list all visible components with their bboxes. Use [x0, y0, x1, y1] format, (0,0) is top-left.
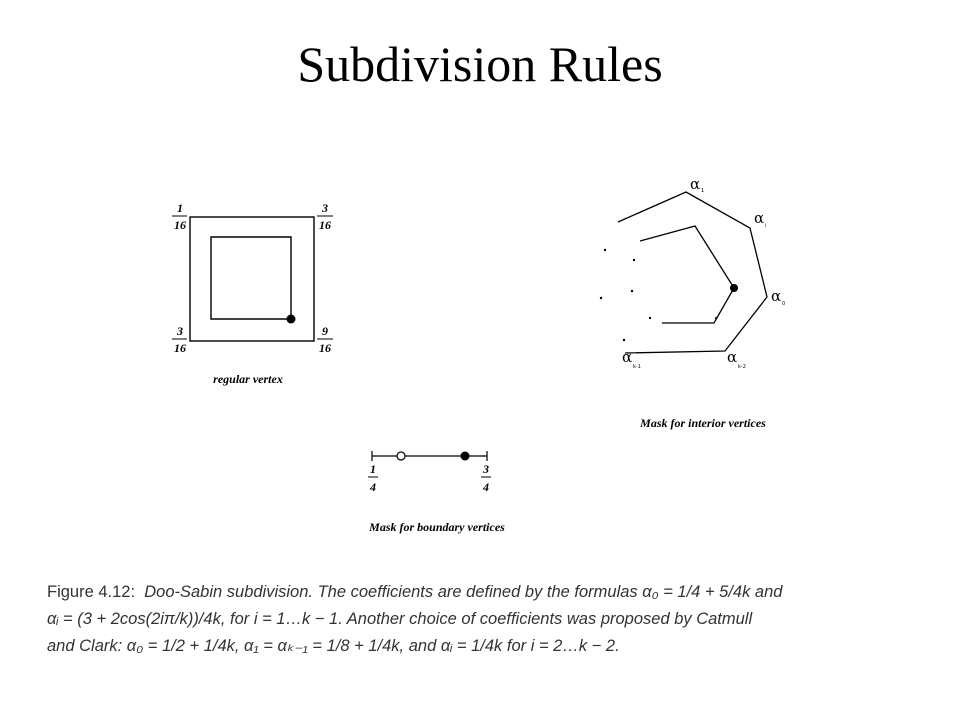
alpha-symbol: α	[622, 348, 632, 366]
alpha-k2-label: α k-2	[727, 348, 746, 370]
caption-line-1: Figure 4.12: Doo-Sabin subdivision. The …	[47, 579, 927, 606]
fraction-denominator: 4	[482, 480, 489, 494]
alpha-subscript: i	[765, 223, 766, 229]
alpha-subscript: k-1	[633, 364, 641, 370]
interior-vertices-mask: α 1 α i α 0 α k-1 α k-2 Mask for interio…	[599, 175, 785, 430]
alpha-subscript: 1	[701, 188, 704, 194]
fraction-numerator: 1	[370, 462, 376, 476]
fraction-bottom-left: 3 16	[172, 324, 187, 355]
caption-text-1: Doo-Sabin subdivision. The coefficients …	[144, 583, 783, 601]
fraction-numerator: 3	[482, 462, 489, 476]
caption-line-3: and Clark: α₀ = 1/2 + 1/4k, α₁ = αₖ₋₁ = …	[47, 637, 620, 655]
alpha-symbol: α	[727, 348, 737, 366]
outer-square	[189, 216, 315, 342]
fraction-left: 1 4	[368, 462, 378, 494]
regular-vertex-label: regular vertex	[213, 372, 283, 386]
fraction-bottom-right: 9 16	[317, 324, 333, 355]
alpha-symbol: α	[690, 175, 700, 193]
alpha-symbol: α	[754, 209, 764, 227]
scatter-dots	[599, 248, 717, 342]
regular-vertex-mask: 1 16 3 16 3 16 9 16 regular vertex	[172, 201, 333, 386]
caption-line-2: αᵢ = (3 + 2cos(2iπ/k))/4k, for i = 1…k −…	[47, 610, 753, 628]
outer-polygon	[617, 191, 768, 354]
alpha-k1-label: α k-1	[622, 348, 641, 370]
fraction-denominator: 16	[319, 218, 331, 232]
vertex-dot	[286, 314, 296, 324]
fraction-top-right: 3 16	[317, 201, 333, 232]
alpha-symbol: α	[771, 287, 781, 305]
vertex-dot	[460, 451, 470, 461]
fraction-top-left: 1 16	[172, 201, 187, 232]
fraction-denominator: 4	[369, 480, 376, 494]
boundary-vertices-mask: 1 4 3 4 Mask for boundary vertices	[368, 451, 505, 534]
alpha-subscript: k-2	[738, 364, 746, 370]
open-circle	[396, 451, 406, 461]
fraction-numerator: 3	[321, 201, 328, 215]
alpha-0-label: α 0	[771, 287, 785, 307]
boundary-vertices-label: Mask for boundary vertices	[368, 520, 505, 534]
fraction-denominator: 16	[174, 218, 186, 232]
fraction-numerator: 3	[176, 324, 183, 338]
alpha-subscript: 0	[782, 301, 785, 307]
figure-caption: Figure 4.12: Doo-Sabin subdivision. The …	[47, 579, 927, 660]
fraction-denominator: 16	[174, 341, 186, 355]
fraction-numerator: 9	[322, 324, 328, 338]
inner-square	[210, 236, 292, 320]
slide-title: Subdivision Rules	[297, 36, 663, 92]
alpha-1-label: α 1	[690, 175, 704, 194]
caption-figure-label: Figure 4.12:	[47, 583, 136, 601]
interior-vertices-label: Mask for interior vertices	[639, 416, 766, 430]
vertex-dot	[730, 284, 738, 292]
fraction-right: 3 4	[481, 462, 491, 494]
fraction-denominator: 16	[319, 341, 331, 355]
inner-polygon	[639, 225, 735, 324]
alpha-i-label: α i	[754, 209, 766, 229]
fraction-numerator: 1	[177, 201, 183, 215]
